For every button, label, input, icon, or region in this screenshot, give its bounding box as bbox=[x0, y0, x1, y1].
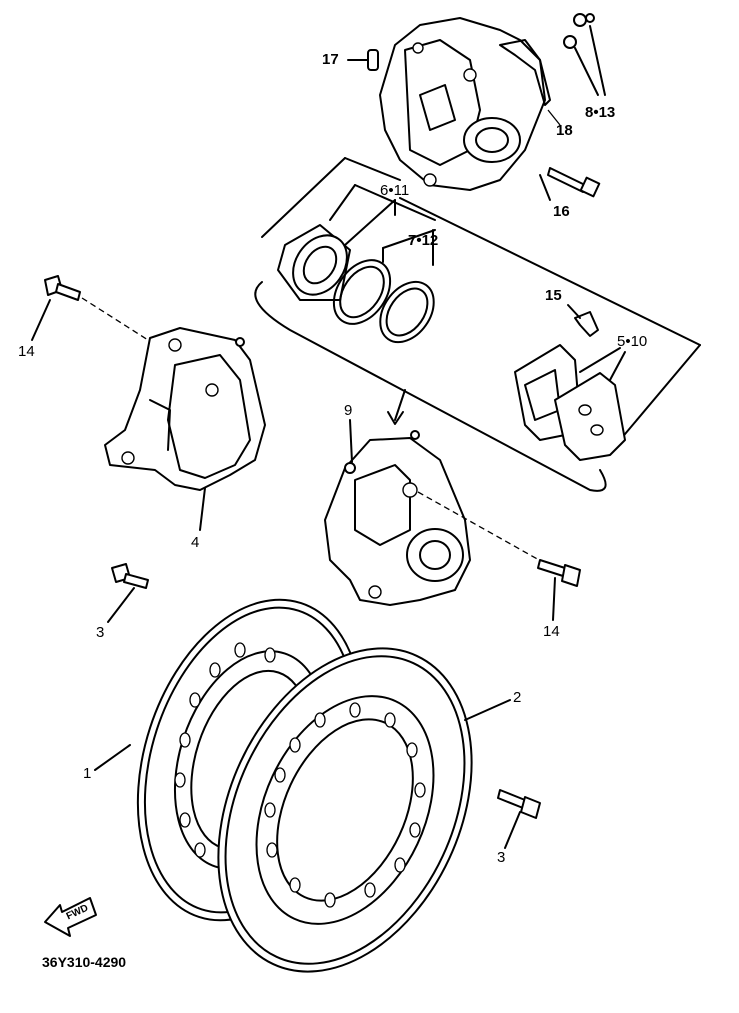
callout-15: 15 bbox=[545, 287, 562, 304]
bracket-right-edge bbox=[619, 344, 701, 441]
disc-2 bbox=[217, 647, 511, 973]
callout-2: 2 bbox=[513, 689, 522, 706]
assembly-arrow bbox=[394, 389, 406, 421]
callout-14b: 14 bbox=[543, 623, 560, 640]
brake-pads bbox=[514, 344, 626, 461]
left-caliper-4 bbox=[104, 327, 266, 531]
right-caliper-9 bbox=[324, 419, 549, 606]
part-15-clip bbox=[567, 304, 599, 337]
part-8-13-bleeder bbox=[563, 13, 606, 96]
leader-18 bbox=[547, 109, 561, 126]
part-16-bolt bbox=[539, 167, 601, 201]
seals bbox=[332, 259, 435, 344]
callout-8-13: 8•13 bbox=[585, 104, 616, 121]
bolt-14-right bbox=[537, 559, 581, 621]
callout-6-11: 6•11 bbox=[380, 182, 410, 199]
callout-4: 4 bbox=[191, 534, 200, 551]
piston bbox=[277, 224, 351, 301]
assembly-arrowhead bbox=[387, 411, 404, 425]
callout-3b: 3 bbox=[497, 849, 506, 866]
callout-5-10: 5•10 bbox=[617, 333, 648, 350]
callout-9: 9 bbox=[344, 402, 353, 419]
fwd-arrow-icon bbox=[44, 897, 97, 937]
callout-3a: 3 bbox=[96, 624, 105, 641]
callout-18: 18 bbox=[556, 122, 573, 139]
bolt-3-lower bbox=[497, 789, 541, 849]
upper-caliper bbox=[379, 17, 551, 191]
bolt-14-left bbox=[31, 275, 149, 341]
callout-7-12: 7•12 bbox=[408, 232, 439, 249]
figure-code: 36Y310-4290 bbox=[42, 954, 127, 970]
part-17-pin bbox=[347, 49, 379, 71]
assembly-bracket-curve bbox=[254, 281, 607, 492]
bolt-3-upper bbox=[107, 563, 149, 623]
callout-1: 1 bbox=[83, 765, 92, 782]
callout-16a: 16 bbox=[553, 203, 570, 220]
seal-kit-bracket bbox=[261, 157, 701, 346]
callout-17: 17 bbox=[322, 51, 339, 68]
callout-14a: 14 bbox=[18, 343, 35, 360]
